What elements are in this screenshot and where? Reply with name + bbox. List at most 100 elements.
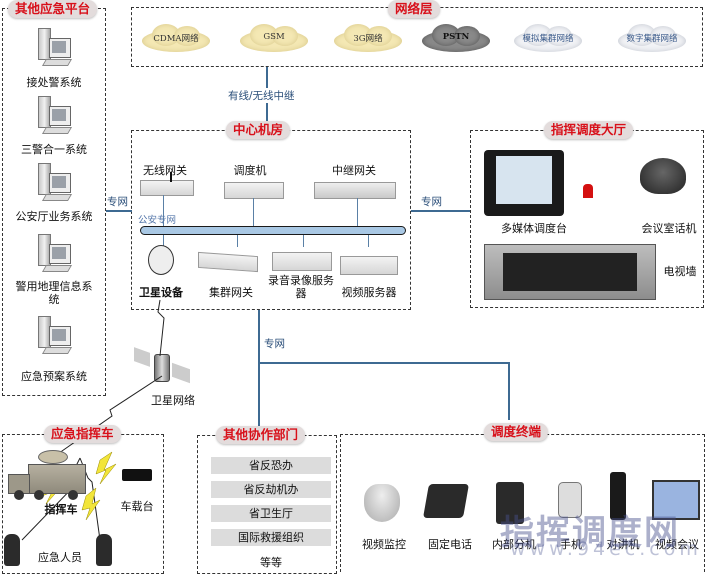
platform-item-3: 警用地理信息系统 <box>15 280 93 306</box>
terminal-item-internal: 内部分机 <box>492 538 536 551</box>
cloud-pstn: PSTN <box>418 22 494 54</box>
bus-drop <box>368 235 369 247</box>
center-room-title: 中心机房 <box>226 121 291 139</box>
device-label-recording-server: 录音录像服务器 <box>268 274 334 300</box>
terminal-item-fixed-phone: 固定电话 <box>428 538 472 551</box>
private-link-right <box>411 210 471 212</box>
device-label-satellite: 卫星设备 <box>139 286 183 299</box>
private-link-to-terminals <box>258 362 510 364</box>
watermark-title: 指挥调度网 <box>500 513 680 553</box>
private-link-left <box>106 210 132 212</box>
private-link-left-label: 专网 <box>107 196 128 208</box>
desk-phone-icon <box>423 484 469 518</box>
private-link-down <box>258 310 260 435</box>
cloud-label: 模拟集群网络 <box>522 34 574 44</box>
cloud-3g: 3G网络 <box>330 22 406 54</box>
cloud-cdma: CDMA网络 <box>138 22 214 54</box>
hall-item-video-wall: 电视墙 <box>663 265 697 278</box>
conference-phone-icon <box>640 158 686 194</box>
department-item: 省反恐办 <box>211 457 331 474</box>
department-item: 省反劫机办 <box>211 481 331 498</box>
responder-icon <box>96 534 112 566</box>
internal-phone-icon <box>496 482 524 524</box>
lightning-icon <box>95 451 117 485</box>
platform-item-2: 公安厅业务系统 <box>15 210 93 223</box>
cloud-label: PSTN <box>442 32 470 42</box>
wireless-gateway-device <box>140 180 194 196</box>
hall-item-console: 多媒体调度台 <box>501 222 567 235</box>
private-link-terminals-drop <box>508 362 510 420</box>
computer-icon <box>36 163 73 203</box>
platform-item-0: 接处警系统 <box>26 76 82 89</box>
cloud-label: 3G网络 <box>353 34 383 44</box>
department-item-etc: 等等 <box>260 556 282 569</box>
computer-icon <box>36 316 73 356</box>
satellite-network-label: 卫星网络 <box>151 394 195 407</box>
terminals-title: 调度终端 <box>484 423 549 441</box>
command-hall-title: 指挥调度大厅 <box>544 121 634 139</box>
satellite-dish-icon <box>148 245 174 275</box>
private-link-right-label: 专网 <box>421 196 442 208</box>
vehicle-item-personnel: 应急人员 <box>38 551 82 564</box>
vehicle-item-truck: 指挥车 <box>44 503 78 516</box>
satellite-uplink <box>157 299 165 357</box>
command-vehicle-title: 应急指挥车 <box>44 425 121 443</box>
bus-drop <box>163 195 164 227</box>
terminal-item-walkie: 对讲机 <box>606 538 640 551</box>
police-private-bus <box>140 226 406 235</box>
bus-drop <box>253 198 254 227</box>
bus-drop <box>163 235 164 247</box>
video-server-device <box>340 256 398 275</box>
department-item: 国际救援组织 <box>211 529 331 546</box>
cloud-label: 数字集群网络 <box>626 34 678 44</box>
private-link-down-label: 专网 <box>264 338 285 350</box>
video-conference-icon <box>652 480 700 520</box>
antenna-icon <box>170 172 172 182</box>
other-platforms-title: 其他应急平台 <box>8 0 98 18</box>
alarm-light-icon <box>583 184 593 198</box>
computer-icon <box>36 96 73 136</box>
device-label-wireless-gateway: 无线网关 <box>143 164 187 177</box>
device-label-video-server: 视频服务器 <box>341 286 397 299</box>
wheel-icon <box>34 490 44 500</box>
satellite-icon <box>154 354 170 382</box>
device-label-dispatcher: 调度机 <box>233 164 267 177</box>
department-item: 省卫生厅 <box>211 505 331 522</box>
platform-item-4: 应急预案系统 <box>21 370 87 383</box>
terminal-item-camera: 视频监控 <box>362 538 406 551</box>
wheel-icon <box>14 490 24 500</box>
computer-icon <box>36 234 73 274</box>
vehicle-dish-icon <box>38 450 68 464</box>
walkie-talkie-icon <box>610 472 626 520</box>
watermark-url: www.94ec.com <box>510 538 702 560</box>
relay-link-label: 有线/无线中继 <box>228 88 295 103</box>
vehicle-item-radio: 车载台 <box>120 500 154 513</box>
hall-item-conference-phone: 会议室话机 <box>641 222 697 235</box>
device-label-trunk-gateway: 中继网关 <box>332 164 376 177</box>
dispatcher-device <box>224 182 284 199</box>
terminal-item-mobile: 手机 <box>560 538 582 551</box>
computer-icon <box>36 28 73 68</box>
multimedia-console-icon <box>484 150 564 216</box>
trunk-gateway-device <box>314 182 396 199</box>
cloud-digital-trunk: 数字集群网络 <box>614 22 690 54</box>
bus-drop <box>303 235 304 247</box>
vehicle-radio-icon <box>122 469 152 481</box>
camera-icon <box>364 484 400 522</box>
cloud-gsm: GSM <box>236 22 312 54</box>
platform-item-1: 三警合一系统 <box>21 143 87 156</box>
recording-server-device <box>272 252 332 271</box>
network-layer-title: 网络层 <box>388 0 440 18</box>
responder-icon <box>4 534 20 566</box>
mobile-phone-icon <box>558 482 582 518</box>
cloud-label: GSM <box>263 32 285 42</box>
wheel-icon <box>68 490 78 500</box>
bus-drop <box>237 235 238 247</box>
video-wall-icon <box>484 244 656 300</box>
bus-drop <box>357 198 358 227</box>
device-label-cluster-gateway: 集群网关 <box>209 286 253 299</box>
other-departments-title: 其他协作部门 <box>216 426 306 444</box>
terminal-item-video-conf: 视频会议 <box>655 538 699 551</box>
cloud-analog-trunk: 模拟集群网络 <box>510 22 586 54</box>
bus-label: 公安专网 <box>138 215 177 226</box>
